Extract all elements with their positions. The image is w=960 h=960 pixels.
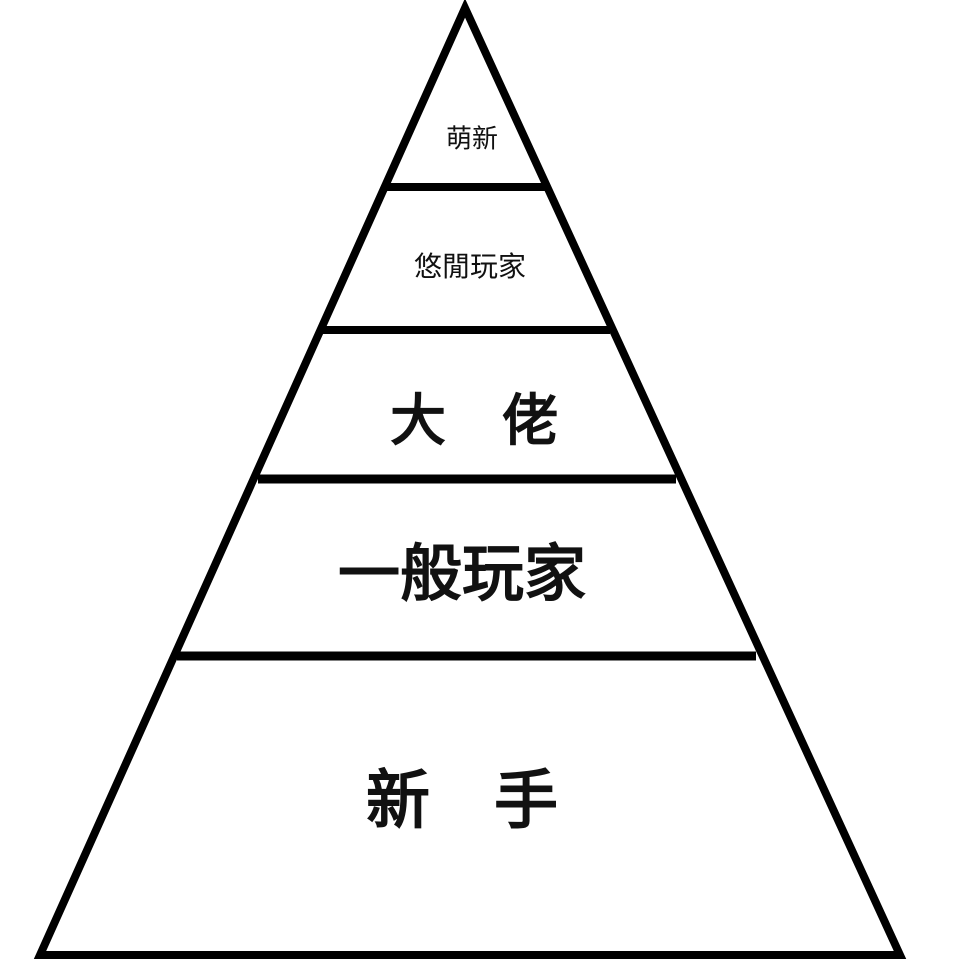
level-4-label: 一般玩家 [338, 537, 586, 610]
level-5-label: 新 手 [366, 765, 558, 839]
level-2-label: 悠閒玩家 [414, 250, 526, 283]
level-1-label: 萌新 [446, 125, 498, 155]
level-3-label: 大 佬 [390, 389, 558, 454]
